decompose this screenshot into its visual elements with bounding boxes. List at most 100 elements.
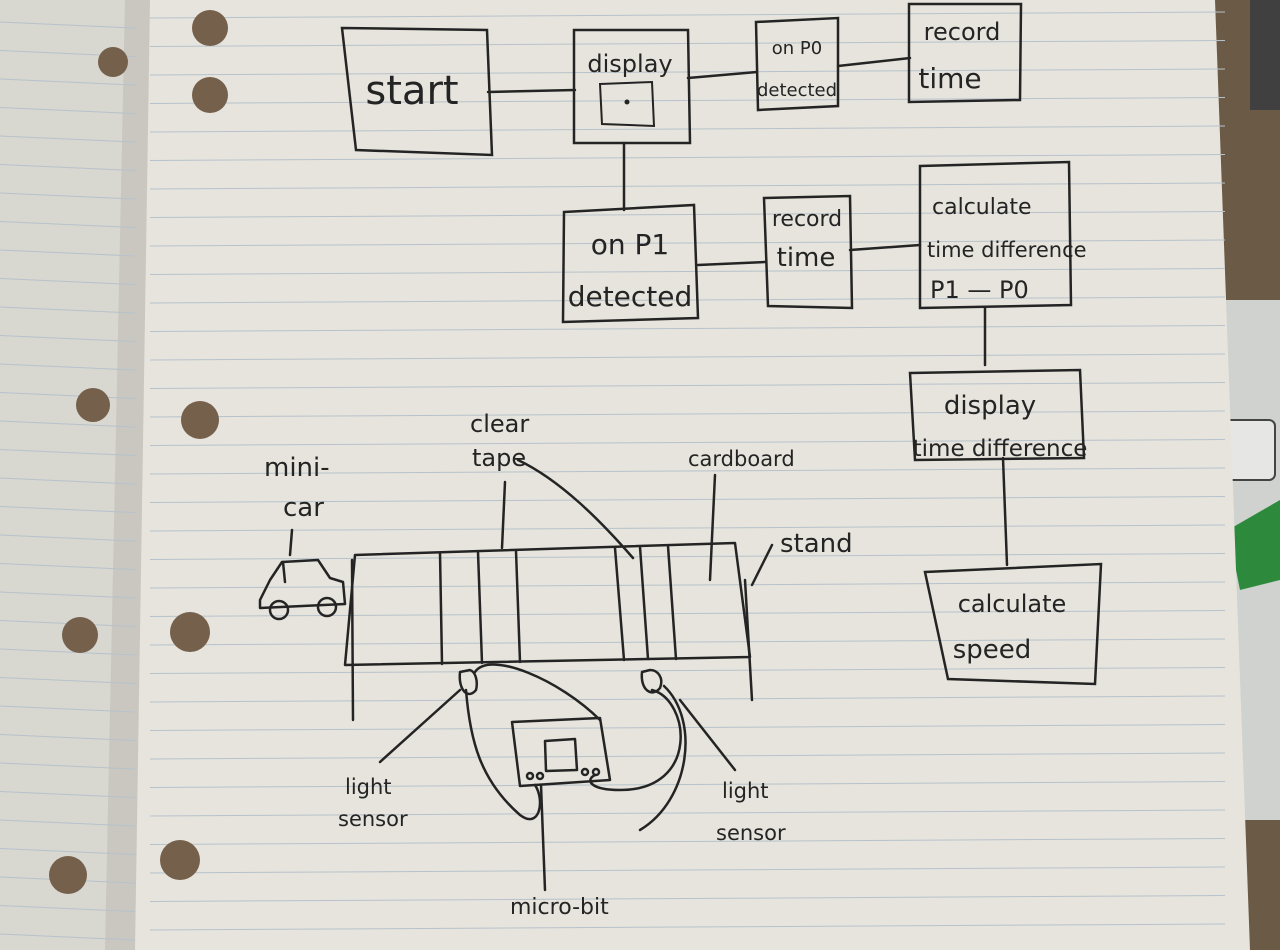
rule-line bbox=[149, 724, 1226, 731]
light-sensor-right-line-2: sensor bbox=[716, 821, 786, 845]
rule-line bbox=[149, 752, 1226, 760]
microbit-chip-icon bbox=[543, 737, 579, 773]
wire bbox=[589, 688, 682, 792]
rule-line bbox=[0, 506, 136, 513]
rule-line bbox=[149, 97, 1226, 104]
box-outline bbox=[340, 26, 494, 157]
punch-hole bbox=[98, 47, 128, 77]
car-window-line bbox=[281, 560, 287, 584]
wire bbox=[464, 688, 542, 821]
flowchart-connectors bbox=[486, 56, 1009, 567]
punch-holes bbox=[49, 10, 228, 894]
stand-leg bbox=[350, 558, 355, 722]
rule-line bbox=[0, 107, 136, 114]
rule-line bbox=[0, 477, 136, 485]
mini-car-label-line-1: mini- bbox=[264, 453, 330, 483]
rule-line bbox=[0, 677, 136, 684]
screen-icon bbox=[598, 80, 656, 128]
green-box-print bbox=[1228, 500, 1280, 590]
punch-hole bbox=[170, 612, 210, 652]
rule-line bbox=[0, 21, 136, 29]
flow-record-time-mid-box: record time bbox=[762, 194, 854, 310]
rule-line bbox=[0, 335, 136, 342]
wire bbox=[638, 684, 687, 832]
light-sensor-right-icon bbox=[640, 668, 663, 694]
flow-calculate-speed-box: calculate speed bbox=[923, 562, 1103, 686]
calc-speed-line-2: speed bbox=[953, 635, 1032, 665]
p0-line-1: on P0 bbox=[772, 38, 822, 59]
rule-line bbox=[0, 249, 136, 257]
connector bbox=[836, 56, 912, 68]
rule-line bbox=[149, 781, 1226, 788]
tape-strip bbox=[514, 549, 522, 664]
dark-object bbox=[1250, 0, 1280, 110]
connector bbox=[686, 70, 759, 80]
microbit-board-icon bbox=[510, 716, 612, 788]
flow-start-box: start bbox=[340, 26, 494, 157]
record-time-mid-line-2: time bbox=[777, 243, 836, 273]
tape-strip bbox=[613, 546, 626, 662]
rule-line bbox=[0, 762, 136, 770]
rule-line bbox=[149, 268, 1226, 275]
microbit-pin-icon bbox=[580, 767, 590, 777]
calc-diff-line-2: time difference bbox=[927, 238, 1087, 262]
rule-line bbox=[0, 164, 136, 171]
rule-line bbox=[149, 382, 1226, 389]
stand-leg bbox=[743, 578, 754, 702]
rule-line bbox=[149, 638, 1226, 646]
rule-line bbox=[149, 353, 1226, 361]
flow-display-box: display bbox=[572, 28, 692, 145]
light-sensor-right-line-1: light bbox=[722, 779, 769, 803]
right-page bbox=[110, 0, 1250, 950]
rule-line bbox=[149, 581, 1226, 589]
rule-line bbox=[149, 809, 1226, 817]
rule-line bbox=[149, 239, 1226, 247]
rule-line bbox=[149, 439, 1226, 446]
screen-dot-icon bbox=[624, 99, 630, 105]
rule-line bbox=[149, 125, 1226, 133]
p1-line-1: on P1 bbox=[591, 228, 669, 261]
rule-line bbox=[0, 933, 136, 941]
punch-hole bbox=[62, 617, 98, 653]
rule-line bbox=[0, 363, 136, 371]
clear-tape-label-line-2: tape bbox=[472, 444, 526, 472]
rule-line bbox=[149, 410, 1226, 418]
rule-line bbox=[149, 923, 1226, 931]
rule-line bbox=[149, 325, 1226, 332]
pointer-line bbox=[539, 783, 547, 892]
box-outline bbox=[908, 368, 1086, 462]
wire bbox=[516, 458, 635, 560]
wire bbox=[473, 663, 602, 722]
rule-line bbox=[0, 392, 136, 399]
flow-p0-detected-box: on P0 detected bbox=[754, 16, 840, 112]
record-time-mid-line-1: record bbox=[772, 207, 842, 232]
rule-line bbox=[149, 154, 1226, 161]
rule-line bbox=[149, 553, 1226, 560]
connector bbox=[848, 243, 922, 252]
tape-strip bbox=[476, 550, 484, 665]
rule-line bbox=[0, 791, 136, 798]
rule-line bbox=[0, 563, 136, 570]
box-outline bbox=[918, 160, 1073, 310]
punch-hole bbox=[192, 77, 228, 113]
rule-line bbox=[0, 135, 136, 143]
rule-line bbox=[0, 534, 136, 542]
rule-line bbox=[149, 524, 1226, 532]
punch-hole bbox=[160, 840, 200, 880]
light-sensor-left-line-2: sensor bbox=[338, 807, 408, 831]
rule-line bbox=[149, 866, 1226, 874]
pointer-line bbox=[708, 473, 717, 582]
rule-line bbox=[0, 591, 136, 599]
connector bbox=[1001, 456, 1009, 567]
rule-line bbox=[0, 278, 136, 285]
rule-line bbox=[0, 819, 136, 827]
tape-strip bbox=[638, 545, 650, 661]
box-outline bbox=[561, 203, 700, 324]
rule-line bbox=[149, 695, 1226, 703]
display-label: display bbox=[587, 50, 672, 78]
rule-line bbox=[0, 734, 136, 741]
rule-line bbox=[149, 211, 1226, 218]
box-outline bbox=[572, 28, 692, 145]
connector bbox=[696, 260, 767, 267]
calc-diff-line-1: calculate bbox=[932, 195, 1031, 220]
